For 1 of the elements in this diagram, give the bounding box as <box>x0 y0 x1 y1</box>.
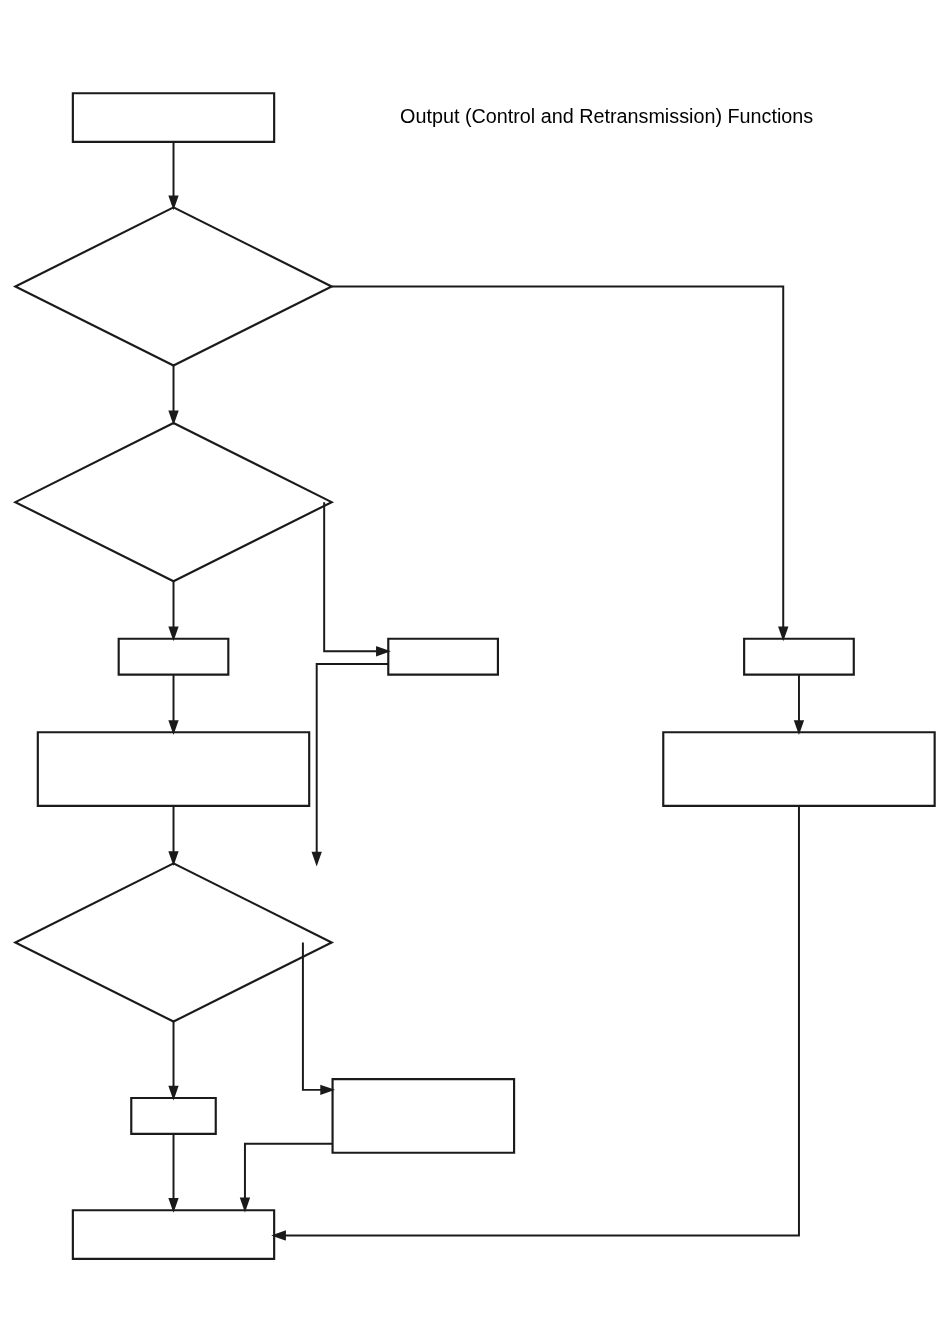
label: Output (Control and Retransmission) Functions <box>400 104 814 127</box>
